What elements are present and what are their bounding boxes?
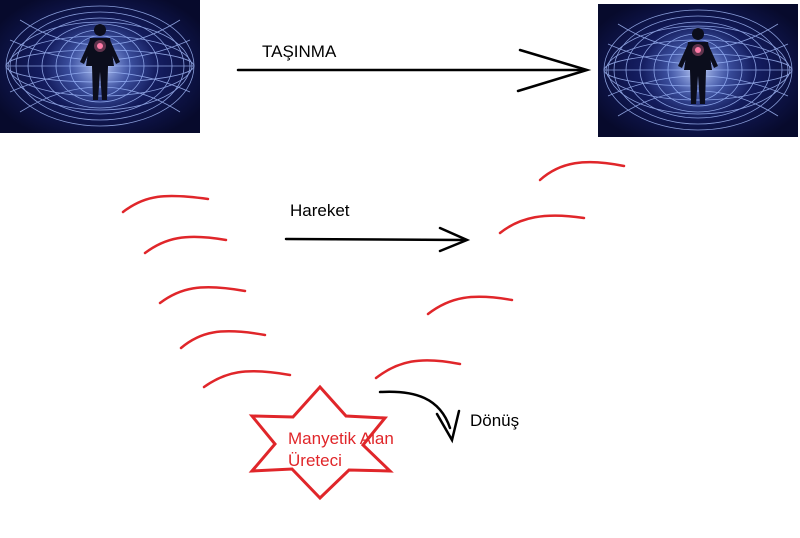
- left-field-lines: [121, 194, 292, 389]
- left-torus-image: [0, 0, 201, 134]
- hareket-arrow: [284, 226, 471, 253]
- star-label-line1: Manyetik Alan: [288, 429, 394, 448]
- field-line: [202, 369, 292, 389]
- donus-label: Dönüş: [470, 411, 519, 430]
- field-line: [179, 330, 267, 350]
- field-line: [374, 359, 462, 380]
- magnetic-generator-star: [248, 384, 394, 501]
- right-torus-image: [597, 3, 799, 138]
- tasinma-arrow: [236, 48, 592, 93]
- field-line: [498, 214, 586, 235]
- donus-arrow: [378, 390, 461, 444]
- field-line: [143, 235, 228, 255]
- tasinma-label: TAŞINMA: [262, 42, 337, 61]
- field-line: [538, 160, 626, 182]
- right-field-lines: [374, 160, 626, 380]
- field-line: [426, 295, 514, 316]
- star-label-line2: Üreteci: [288, 451, 342, 470]
- field-line: [121, 194, 210, 214]
- hareket-label: Hareket: [290, 201, 350, 220]
- field-line: [158, 285, 247, 305]
